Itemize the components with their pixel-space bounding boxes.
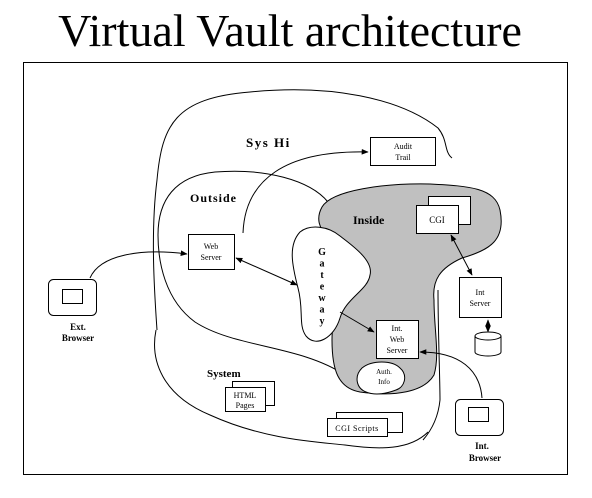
cgi-scripts-label: CGI Scripts xyxy=(335,424,379,433)
web-server-box xyxy=(188,234,235,270)
syshi-region-lower xyxy=(422,289,441,441)
cgi-box xyxy=(416,205,459,234)
int-browser-to-int-web-server-arrow xyxy=(419,349,483,399)
inside-label: Inside xyxy=(353,213,385,227)
web-server-label-1: Web xyxy=(204,242,218,251)
outside-region xyxy=(157,170,346,376)
audit-trail-label-1: Audit xyxy=(394,142,413,151)
ext-browser-label-1: Ext. xyxy=(70,322,86,332)
ext-browser-label-2: Browser xyxy=(62,333,94,343)
int-server-label-1: Int xyxy=(476,288,486,297)
int-web-server-label-3: Server xyxy=(387,346,408,355)
web-server-label-2: Server xyxy=(201,253,222,262)
database-icon xyxy=(474,331,502,357)
cgi-int-server-arrow xyxy=(450,234,473,276)
gateway-letter: G xyxy=(318,247,326,258)
ext-browser-icon xyxy=(48,279,97,316)
int-web-server-label-1: Int. xyxy=(392,324,403,333)
gateway-letter: a xyxy=(320,259,325,270)
gateway-region xyxy=(291,226,371,342)
page-title: Virtual Vault architecture xyxy=(58,5,522,56)
int-web-server-label-2: Web xyxy=(390,335,404,344)
html-pages-label-1: HTML xyxy=(234,391,257,400)
outside-label: Outside xyxy=(190,191,237,205)
gateway-letter: e xyxy=(320,282,325,293)
int-browser-label-2: Browser xyxy=(469,453,501,463)
int-browser-icon xyxy=(455,399,504,436)
syshi-region xyxy=(152,89,453,331)
gateway-letter: a xyxy=(320,305,325,316)
auth-info-label-1: Auth. xyxy=(376,368,392,376)
html-pages-box xyxy=(225,387,266,412)
cgi-scripts-box xyxy=(327,418,388,437)
syshi-label: Sys Hi xyxy=(246,135,291,150)
system-region xyxy=(154,329,429,449)
web-server-to-audit-arrow xyxy=(242,149,369,234)
audit-trail-label-2: Trail xyxy=(395,153,411,162)
int-server-label-2: Server xyxy=(470,299,491,308)
int-web-server-box xyxy=(376,320,419,359)
auth-info-label-2: Info xyxy=(378,378,390,386)
diagram-frame xyxy=(23,62,568,475)
int-browser-label-1: Int. xyxy=(475,441,489,451)
ext-browser-to-web-server-arrow xyxy=(89,250,188,279)
gateway-int-web-server-arrow xyxy=(339,311,375,333)
cgi-label: CGI xyxy=(429,215,445,225)
gateway-letter: y xyxy=(320,316,325,327)
gateway-letter: w xyxy=(318,293,326,304)
web-server-gateway-arrow xyxy=(235,257,298,286)
auth-info-blob xyxy=(356,361,406,395)
gateway-letter: t xyxy=(320,270,324,281)
int-server-box xyxy=(459,277,502,318)
html-pages-label-2: Pages xyxy=(236,401,255,410)
system-label: System xyxy=(207,368,241,380)
audit-trail-box xyxy=(370,137,436,166)
